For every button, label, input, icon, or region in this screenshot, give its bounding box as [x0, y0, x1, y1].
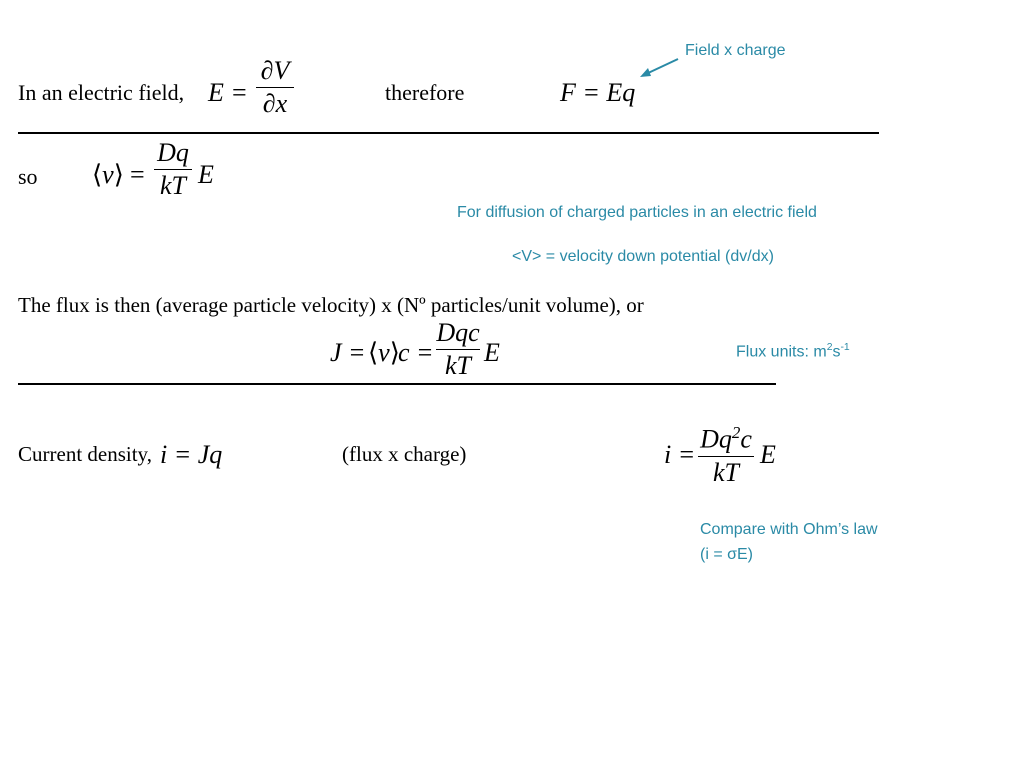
num-square: 2 — [731, 423, 741, 442]
denominator: kT — [445, 351, 471, 380]
field-charge-note: Field x charge — [685, 42, 786, 59]
i-equals-Jq: i = Jq — [160, 440, 223, 469]
numerator: Dq — [157, 138, 189, 167]
divider-1 — [18, 132, 879, 134]
velocity-note: <V> = velocity down potential (dv/dx) — [512, 248, 774, 265]
E-symbol-4: E — [760, 440, 776, 469]
Dqc-kT-fraction: Dqc kT — [436, 318, 480, 381]
electric-field-intro: In an electric field, — [18, 80, 185, 105]
dV-dx-fraction: ∂V ∂x — [256, 56, 294, 119]
equals-sign: = — [232, 78, 247, 107]
v-symbol: v — [378, 338, 390, 367]
ohm-note-line2: (i = σE) — [700, 546, 753, 563]
so-text: so — [18, 164, 38, 189]
flux-x-charge: (flux x charge) — [342, 442, 467, 466]
fraction-bar — [436, 349, 480, 350]
average-velocity: ⟨v⟩ — [92, 160, 124, 190]
angle-open: ⟨ — [368, 338, 379, 368]
flux-statement: The flux is then (average particle veloc… — [18, 293, 644, 317]
fraction-bar — [256, 87, 294, 88]
E-symbol-3: E — [484, 338, 500, 367]
fraction-bar — [154, 169, 192, 170]
E-symbol: E — [208, 78, 224, 107]
flux-units-exp1: 2 — [826, 342, 833, 353]
angle-close: ⟩ — [389, 338, 400, 368]
current-density-label: Current density, — [18, 442, 152, 466]
numerator: Dqc — [436, 318, 480, 347]
partial-x: ∂x — [262, 89, 288, 118]
flux-units-exp2: -1 — [840, 342, 850, 353]
J-equation-lhs: J = — [330, 338, 366, 367]
ohm-note-line1: Compare with Ohm’s law — [700, 521, 878, 538]
partial-V: ∂V — [260, 56, 290, 85]
flux-units-prefix: Flux units: m — [736, 343, 827, 361]
equals-sign-2: = — [130, 160, 145, 189]
divider-2 — [18, 383, 776, 385]
c-equals: c = — [398, 338, 434, 367]
num-c: c — [740, 424, 752, 454]
denominator: kT — [160, 171, 186, 200]
average-velocity-2: ⟨v⟩ — [368, 338, 400, 368]
denominator: kT — [713, 457, 739, 487]
diffusion-note: For diffusion of charged particles in an… — [457, 204, 817, 221]
num-Dq: Dq — [700, 424, 732, 454]
note-arrow-icon — [640, 58, 679, 77]
Dq-kT-fraction: Dq kT — [154, 138, 192, 201]
numerator: Dq2c — [698, 418, 754, 455]
angle-close: ⟩ — [113, 160, 124, 190]
E-symbol-2: E — [198, 160, 214, 189]
fraction-bar — [698, 455, 754, 457]
therefore-text: therefore — [385, 80, 465, 105]
v-symbol: v — [102, 160, 114, 189]
angle-open: ⟨ — [92, 160, 103, 190]
flux-units-s: s — [832, 343, 841, 361]
i-equation-lhs: i = — [664, 440, 696, 469]
flux-units-note: Flux units: m2s-1 — [736, 342, 850, 361]
force-equation: F = Eq — [560, 78, 636, 107]
Dq2c-kT-fraction: Dq2c kT — [698, 418, 754, 488]
